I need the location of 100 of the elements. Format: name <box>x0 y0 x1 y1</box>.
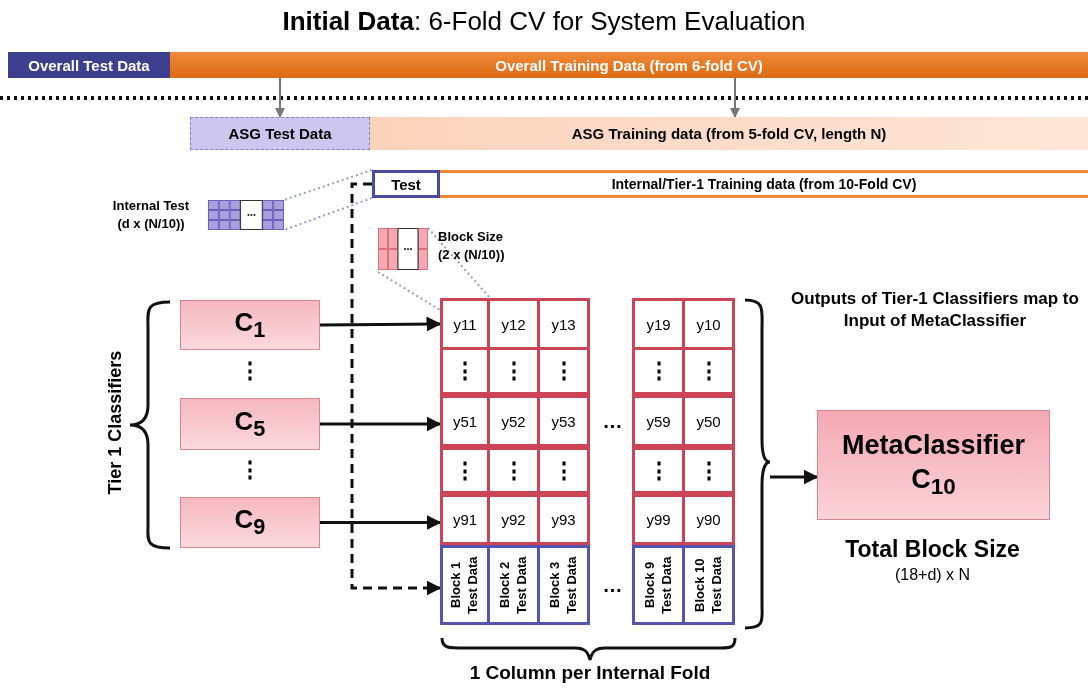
text-label: Total Block Size <box>844 536 1021 563</box>
matrix-cell <box>440 545 490 625</box>
box-label: C$_{5}$ <box>234 405 266 443</box>
box-label: y90 <box>696 511 721 528</box>
arrow <box>730 77 740 118</box>
matrix-cell <box>440 347 490 395</box>
matrix-cell <box>632 545 685 625</box>
matrix-cell <box>537 494 590 545</box>
matrix-cell <box>487 395 540 447</box>
matrix-cell <box>682 298 735 350</box>
box-label: ⋮ <box>502 457 525 484</box>
matrix-cell <box>682 347 735 395</box>
box-label: Block 2 Test Data <box>496 555 530 616</box>
box-label: y93 <box>551 511 576 528</box>
data-bar <box>370 117 1088 150</box>
text-label: (18+d) x N <box>893 566 972 584</box>
box-label: ASG Training data (from 5-fold CV, length N) <box>571 125 887 142</box>
classifier-box <box>180 497 320 548</box>
box-label: ⋮ <box>697 358 720 384</box>
box-label: ⋮ <box>697 457 720 484</box>
box-label: MetaClassifier C$_{10}$ <box>840 428 1027 501</box>
text-label: 1 Column per Internal Fold <box>468 662 712 684</box>
box-label: y59 <box>646 412 671 430</box>
box-label: ⋮ <box>454 358 476 384</box>
matrix-cell <box>632 395 685 447</box>
box-label: Block 9 Test Data <box>641 555 675 616</box>
matrix-cell <box>537 545 590 625</box>
box-label: y19 <box>646 315 671 333</box>
box-label: ⋮ <box>552 457 575 484</box>
box-label: ⋮ <box>502 358 525 384</box>
box-label: ⋮ <box>454 457 476 484</box>
matrix-cell <box>682 447 735 494</box>
classifier-box <box>817 410 1050 520</box>
matrix-cell <box>440 494 490 545</box>
matrix-cell <box>682 545 735 625</box>
arrow <box>275 77 285 118</box>
box-label: Internal/Tier-1 Training data (from 10-Fold CV) <box>611 176 917 192</box>
arrow <box>320 316 442 332</box>
data-bar <box>170 52 1088 78</box>
box-label: Block Size (2 x (N/10)) <box>438 228 506 264</box>
arrow <box>320 416 442 432</box>
data-bar <box>440 170 1088 198</box>
box-label: ⋮ <box>647 358 670 384</box>
matrix-cell <box>632 447 685 494</box>
matrix-cell <box>440 298 490 350</box>
text-label: … <box>601 410 624 433</box>
box-label: ⋮ <box>647 457 670 484</box>
box-label: Block 1 Test Data <box>448 555 481 616</box>
text-label: ⋮ <box>238 457 262 483</box>
box-label: ⋮ <box>552 358 575 384</box>
text-label: ⋮ <box>238 358 262 384</box>
classifier-box <box>180 398 320 450</box>
matrix-cell <box>487 545 540 625</box>
arrow <box>770 469 819 485</box>
arrow <box>320 515 442 530</box>
box-label: ASG Test Data <box>228 125 332 142</box>
leader-line <box>427 227 491 299</box>
box-label: C$_{1}$ <box>234 306 266 344</box>
matrix-cell <box>537 395 590 447</box>
box-label: y12 <box>501 315 526 333</box>
box-label: Block 10 Test Data <box>691 555 725 616</box>
text-label: Tier 1 Classifiers <box>104 349 126 497</box>
matrix-cell <box>632 347 685 395</box>
matrix-cell <box>440 447 490 494</box>
leader-line <box>283 197 373 231</box>
matrix-cell <box>537 447 590 494</box>
classifier-box <box>180 300 320 350</box>
matrix-cell <box>537 298 590 350</box>
leader-line <box>377 271 441 311</box>
leader-line <box>283 169 373 201</box>
box-label: y10 <box>696 315 721 333</box>
arrow <box>350 182 442 596</box>
box-label: y50 <box>696 412 721 430</box>
box-label: C$_{9}$ <box>234 504 266 541</box>
box-label: y52 <box>501 412 526 430</box>
data-bar <box>190 117 370 150</box>
matrix-cell <box>682 395 735 447</box>
box-label: y53 <box>551 412 576 430</box>
box-label: Overall Training Data (from 6-fold CV) <box>495 56 763 74</box>
box-label: Block 3 Test Data <box>546 555 580 616</box>
box-label: Internal Test (d x (N/10)) <box>111 197 191 233</box>
matrix-cell <box>440 395 490 447</box>
data-bar <box>372 170 440 198</box>
text-label: … <box>601 574 624 597</box>
matrix-cell <box>537 347 590 395</box>
box-label: y51 <box>452 412 478 430</box>
matrix-cell <box>682 494 735 545</box>
box-label: y13 <box>551 315 576 333</box>
box-label: y92 <box>501 511 526 528</box>
matrix-cell <box>487 494 540 545</box>
matrix-cell <box>487 447 540 494</box>
box-label: y99 <box>646 511 671 528</box>
title: Initial Data: 6-Fold CV for System Evaluation <box>281 6 807 37</box>
box-label: Test <box>391 175 421 193</box>
box-label: Overall Test Data <box>28 56 150 74</box>
matrix-cell <box>632 494 685 545</box>
data-bar <box>8 52 170 78</box>
box-label: y91 <box>452 511 478 528</box>
box-label: y11 <box>453 315 477 333</box>
text-label: Outputs of Tier-1 Classifiers map to Input of MetaClassifier <box>790 288 1080 333</box>
